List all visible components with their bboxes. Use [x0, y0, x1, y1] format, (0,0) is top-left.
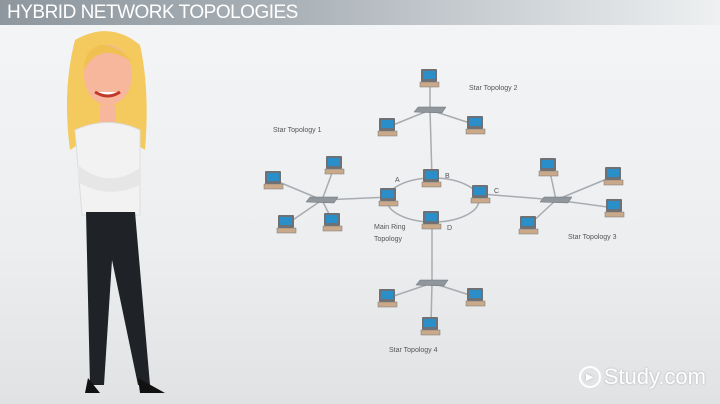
- computer-icon: [322, 213, 343, 232]
- play-icon: ▶: [578, 366, 601, 388]
- label-ring-topology: Topology: [374, 236, 403, 243]
- network-link: [273, 179, 323, 201]
- logo-text: Study.com: [603, 364, 706, 389]
- switch-hub: [413, 106, 447, 114]
- computer-icon: [470, 185, 491, 204]
- computer-icon: [377, 289, 398, 308]
- computer-icon: [263, 171, 284, 190]
- label-star-1: Star Topology 1: [273, 127, 322, 134]
- computer-icon: [421, 169, 442, 188]
- computer-icon: [377, 118, 398, 137]
- computer-icon: [419, 69, 440, 88]
- computer-icon: [538, 158, 559, 177]
- computer-icon: [518, 216, 539, 235]
- label-star-2: Star Topology 2: [469, 85, 518, 92]
- page-title: HYBRID NETWORK TOPOLOGIES: [7, 2, 298, 23]
- computer-icon: [603, 167, 624, 186]
- computer-icon: [378, 188, 399, 207]
- computer-icon: [276, 215, 297, 234]
- computer-icon: [420, 317, 441, 336]
- presenter-illustration: [66, 31, 165, 393]
- node-label-d: D: [447, 225, 452, 232]
- computer-icon: [421, 211, 442, 230]
- computer-icon: [465, 116, 486, 135]
- switch-hub: [305, 196, 339, 204]
- title-bar: HYBRID NETWORK TOPOLOGIES: [0, 0, 720, 25]
- node-label-a: A: [395, 177, 400, 184]
- computer-icon: [324, 156, 345, 175]
- network-link: [429, 109, 433, 179]
- computer-icon: [604, 199, 625, 218]
- node-label-c: C: [494, 188, 499, 195]
- study-logo: ▶ Study.com: [578, 364, 706, 390]
- label-star-4: Star Topology 4: [389, 347, 438, 354]
- switch-hub: [415, 279, 449, 287]
- node-label-b: B: [445, 173, 450, 180]
- label-main-ring: Main Ring: [374, 224, 406, 231]
- label-star-3: Star Topology 3: [568, 234, 617, 241]
- switch-hub: [539, 196, 573, 204]
- computer-icon: [465, 288, 486, 307]
